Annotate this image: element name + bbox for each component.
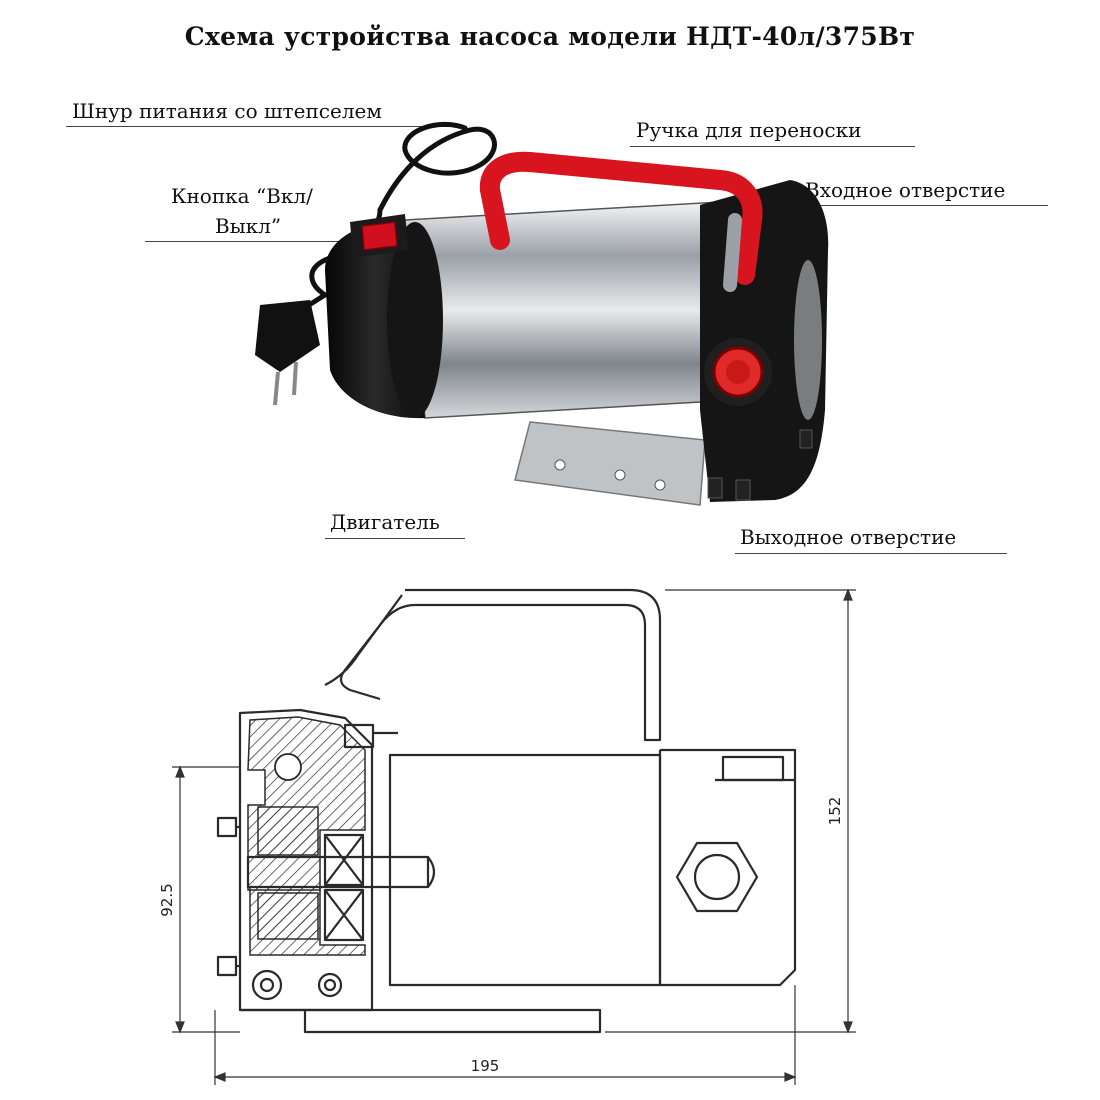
mounting-bracket: [514, 421, 706, 506]
drawing-base-plate: [303, 1008, 602, 1034]
callout-switch-line2: Выкл”: [215, 214, 282, 238]
drawing-motor-body: [388, 753, 662, 987]
callout-motor: Двигатель: [330, 510, 440, 534]
callout-switch-line1: Кнопка “Вкл/: [171, 184, 313, 208]
carry-handle: [479, 151, 763, 292]
dimension-axis-height-label: 92.5: [158, 883, 176, 916]
leader-power-cord: [66, 126, 450, 127]
drawing-hatched-sections: [247, 716, 366, 956]
leader-motor: [325, 538, 465, 539]
callout-handle: Ручка для переноски: [636, 118, 862, 142]
leader-switch: [145, 241, 360, 242]
power-switch: [350, 214, 408, 258]
dimension-lines: [172, 588, 856, 1085]
drawing-rear-cap: [660, 748, 797, 987]
callout-outlet: Выходное отверстие: [740, 525, 957, 549]
technical-drawing: 152 92.5 195: [158, 588, 856, 1085]
outlet-port-icon: [704, 338, 772, 406]
leader-handle: [630, 146, 915, 147]
dimension-length-label: 195: [471, 1057, 500, 1075]
pump-illustration: [255, 122, 829, 506]
diagram-title: Схема устройства насоса модели НДТ-40л/3…: [184, 22, 916, 51]
leader-outlet: [735, 553, 1007, 554]
callout-inlet: Входное отверстие: [805, 178, 1006, 202]
leader-inlet: [800, 205, 1048, 206]
motor-end-cap: [325, 220, 443, 419]
pump-head: [700, 180, 829, 502]
motor-body: [404, 201, 736, 419]
drawing-hex-nut: [675, 841, 759, 913]
power-plug-icon: [255, 300, 320, 406]
dimension-height-label: 152: [826, 797, 844, 826]
callout-power-cord: Шнур питания со штепселем: [72, 99, 382, 123]
drawing-handle: [339, 588, 662, 742]
